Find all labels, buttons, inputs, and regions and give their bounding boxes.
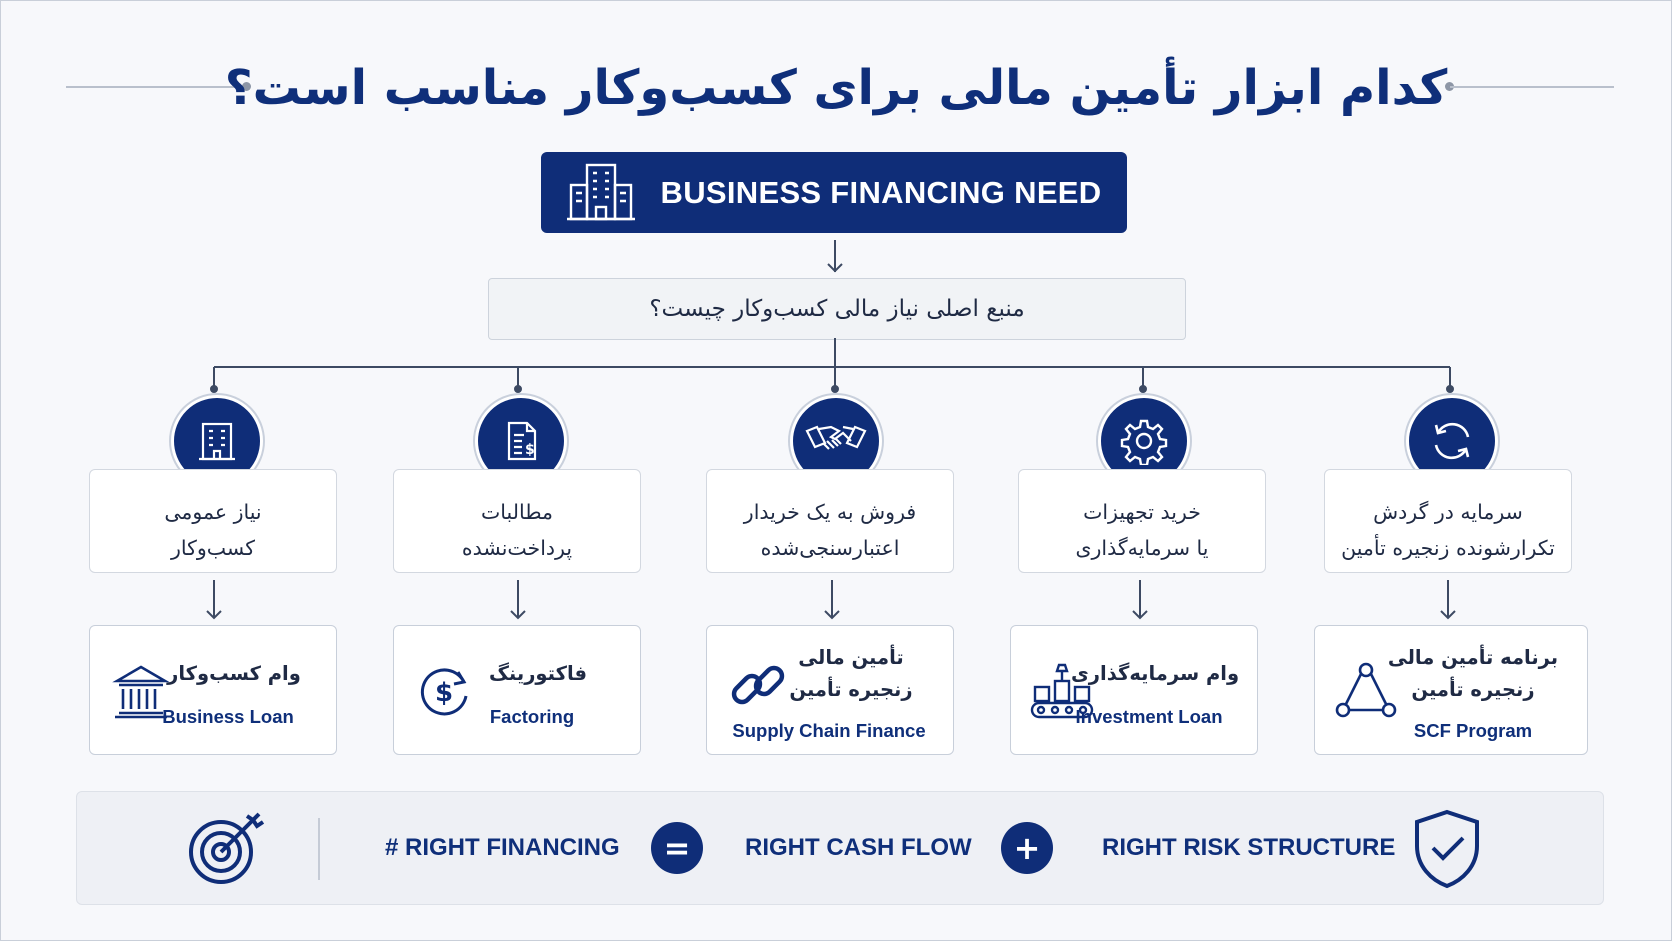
tool-title-en: Investment Loan xyxy=(1075,706,1223,727)
formula-divider xyxy=(318,818,320,880)
chain-link-icon xyxy=(723,650,793,720)
situation-credit-buyer: فروش به یک خریدار اعتبارسنجی‌شده xyxy=(706,469,954,573)
title-decor-right-line xyxy=(1450,86,1614,88)
situation-line: یا سرمایه‌گذاری xyxy=(1075,536,1209,560)
situation-general-need: نیاز عمومی کسب‌وکار xyxy=(89,469,337,573)
bank-icon xyxy=(106,656,176,726)
shield-check-icon xyxy=(1411,808,1483,894)
equals-operator: = xyxy=(651,822,703,874)
formula-term-right-financing: # RIGHT FINANCING xyxy=(385,834,620,861)
conveyor-machine-icon xyxy=(1027,656,1097,726)
network-nodes-icon xyxy=(1331,656,1401,726)
situation-line: خرید تجهیزات xyxy=(1083,500,1201,524)
tool-investment-loan: وام سرمایه‌گذاری Investment Loan xyxy=(1010,625,1258,755)
dollar-cycle-icon: $ xyxy=(410,656,480,726)
root-node: BUSINESS FINANCING NEED xyxy=(541,152,1127,233)
page-title: کدام ابزار تأمین مالی برای کسب‌وکار مناس… xyxy=(224,60,1448,116)
question-node: منبع اصلی نیاز مالی کسب‌وکار چیست؟ xyxy=(488,278,1186,340)
office-building-icon xyxy=(566,161,635,225)
tool-factoring: $ فاکتورینگ Factoring xyxy=(393,625,641,755)
situation-line: پرداخت‌نشده xyxy=(461,536,573,560)
tool-supply-chain-finance: تأمین مالی زنجیره تأمین Supply Chain Fin… xyxy=(706,625,954,755)
situation-line: اعتبارسنجی‌شده xyxy=(760,536,900,560)
tool-title-fa: فاکتورینگ xyxy=(488,662,588,685)
situation-line: فروش به یک خریدار xyxy=(743,500,917,524)
tool-title-en: Factoring xyxy=(489,706,575,727)
tool-title-fa-line2: زنجیره تأمین xyxy=(789,678,913,701)
title-decor-right-dot xyxy=(1445,82,1454,91)
tool-title-en: Supply Chain Finance xyxy=(732,720,926,741)
svg-text:$: $ xyxy=(525,442,535,458)
tool-scf-program: برنامه تأمین مالی زنجیره تأمین SCF Progr… xyxy=(1314,625,1588,755)
situation-equipment: خرید تجهیزات یا سرمایه‌گذاری xyxy=(1018,469,1266,573)
situation-line: کسب‌وکار xyxy=(171,536,255,560)
svg-text:$: $ xyxy=(435,678,453,708)
situation-working-capital: سرمایه در گردش تکرارشونده زنجیره تأمین xyxy=(1324,469,1572,573)
tool-title-fa: تأمین مالی xyxy=(798,646,904,669)
tool-title-fa-line2: زنجیره تأمین xyxy=(1411,678,1535,701)
tool-title-fa: برنامه تأمین مالی xyxy=(1387,646,1559,669)
situation-line: سرمایه در گردش xyxy=(1373,500,1523,524)
situation-line: تکرارشونده زنجیره تأمین xyxy=(1341,536,1555,560)
situation-line: نیاز عمومی xyxy=(164,500,262,524)
situation-receivables: مطالبات پرداخت‌نشده xyxy=(393,469,641,573)
tool-title-en: Business Loan xyxy=(162,706,294,727)
formula-bar: # RIGHT FINANCING = RIGHT CASH FLOW + RI… xyxy=(76,791,1604,905)
plus-operator: + xyxy=(1001,822,1053,874)
tool-title-en: SCF Program xyxy=(1413,720,1533,741)
root-node-label: BUSINESS FINANCING NEED xyxy=(660,174,1102,210)
formula-term-right-cash-flow: RIGHT CASH FLOW xyxy=(745,834,972,861)
title-decor-left-dot xyxy=(242,82,251,91)
tool-business-loan: وام کسب‌وکار Business Loan xyxy=(89,625,337,755)
situation-line: مطالبات xyxy=(480,500,554,524)
tool-title-fa: وام سرمایه‌گذاری xyxy=(1070,662,1240,685)
target-icon xyxy=(187,810,265,892)
title-decor-left-line xyxy=(66,86,246,88)
tool-title-fa: وام کسب‌وکار xyxy=(167,662,301,685)
formula-term-right-risk-structure: RIGHT RISK STRUCTURE xyxy=(1102,834,1396,861)
